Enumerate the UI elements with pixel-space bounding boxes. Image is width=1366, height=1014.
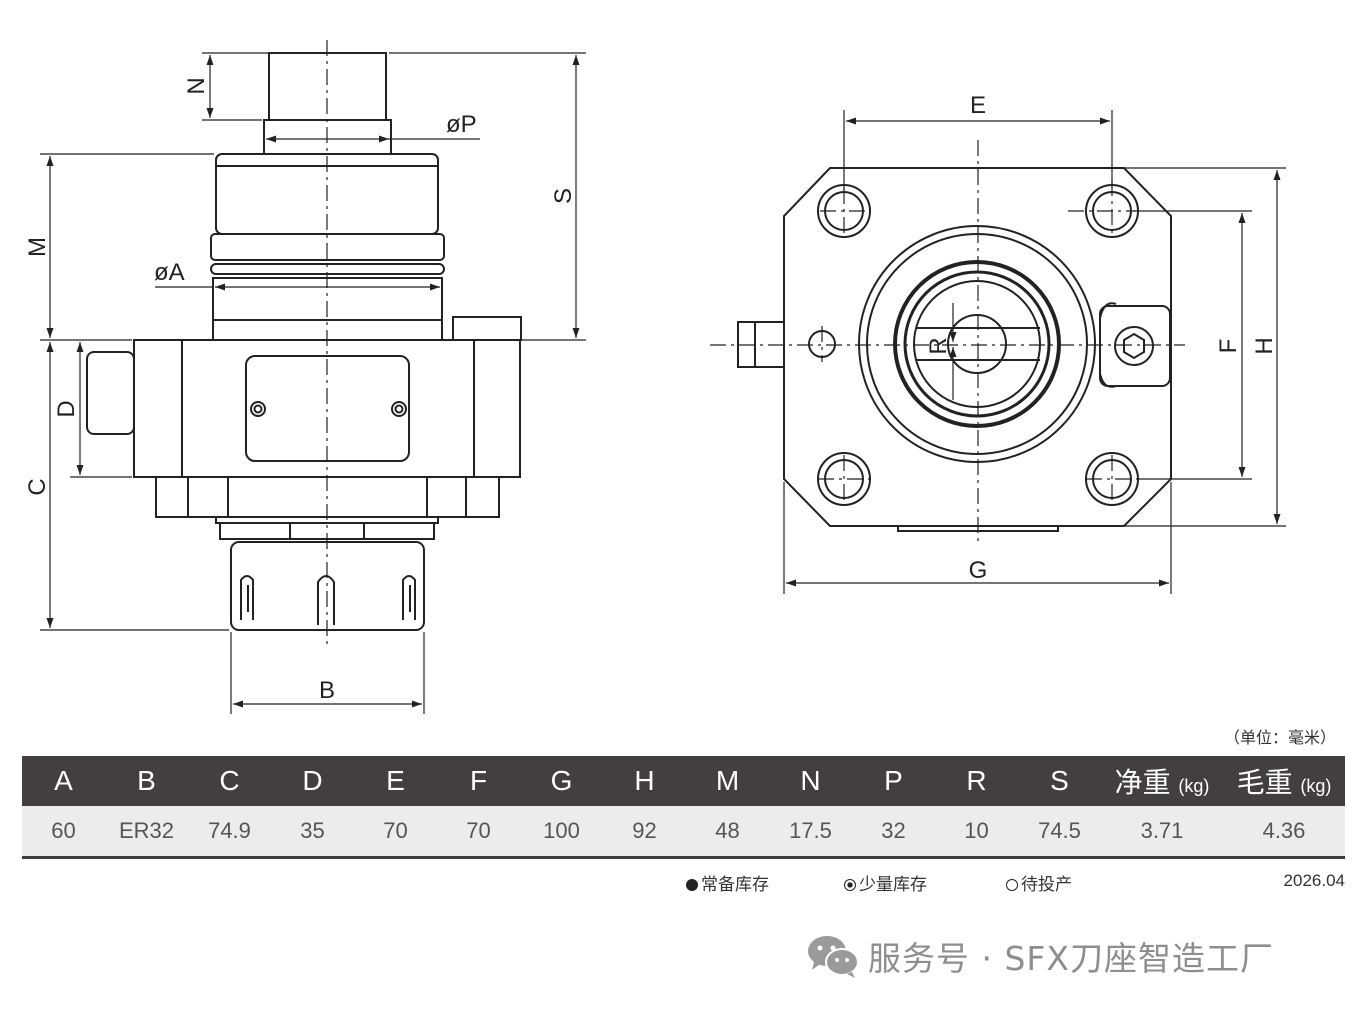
legend-limited: 少量库存 bbox=[844, 870, 927, 895]
spec-header-main: C bbox=[219, 765, 240, 796]
dim-label-A: øA bbox=[154, 259, 185, 286]
technical-drawing: N øP S M øA D C B bbox=[24, 40, 1286, 714]
dim-label-P: øP bbox=[446, 111, 477, 138]
spec-header-cell: N bbox=[769, 756, 852, 806]
spec-header-main: F bbox=[469, 765, 488, 796]
unit-note: （单位：毫米） bbox=[1223, 728, 1336, 747]
dim-label-D: D bbox=[53, 400, 80, 417]
watermark: 服务号 · SFX刀座智造工厂 bbox=[806, 932, 1274, 980]
spec-header-cell: R bbox=[935, 756, 1018, 806]
legend-stock: 常备库存 bbox=[686, 870, 769, 895]
spec-header-cell: E bbox=[354, 756, 437, 806]
dim-label-C: C bbox=[24, 478, 51, 495]
spec-value-cell: 100 bbox=[520, 806, 603, 859]
spec-value-cell: 17.5 bbox=[769, 806, 852, 859]
dim-label-N: N bbox=[183, 77, 210, 94]
legend-pending-label: 待投产 bbox=[1021, 875, 1072, 895]
spec-header-cell: H bbox=[603, 756, 686, 806]
spec-header-main: P bbox=[884, 765, 903, 796]
front-view-dimensions bbox=[40, 52, 586, 714]
clamp-block bbox=[1099, 305, 1171, 387]
spec-header-main: G bbox=[550, 765, 573, 796]
spec-header-unit: (kg) bbox=[1300, 776, 1332, 796]
spec-header-cell: D bbox=[271, 756, 354, 806]
spec-header-main: H bbox=[634, 765, 655, 796]
spindle-outer bbox=[858, 225, 1096, 463]
watermark-text: 服务号 · SFX刀座智造工厂 bbox=[868, 939, 1275, 978]
spec-value-cell: 70 bbox=[437, 806, 520, 859]
dim-label-G: G bbox=[969, 557, 988, 584]
spec-header-main: E bbox=[386, 765, 405, 796]
spec-value-cell: ER32 bbox=[105, 806, 188, 859]
dim-label-F: F bbox=[1215, 339, 1242, 354]
spec-header-main: S bbox=[1050, 765, 1069, 796]
dim-label-B: B bbox=[319, 677, 335, 704]
top-view-dimensions bbox=[783, 110, 1286, 594]
legend-limited-label: 少量库存 bbox=[859, 875, 927, 895]
spec-header-cell: C bbox=[188, 756, 271, 806]
spec-header-cell: 毛重 (kg) bbox=[1223, 756, 1345, 806]
spec-header-cell: B bbox=[105, 756, 188, 806]
spec-value-cell: 74.9 bbox=[188, 806, 271, 859]
spec-value-cell: 74.5 bbox=[1018, 806, 1101, 859]
spec-header-main: 净重 bbox=[1114, 767, 1171, 798]
top-view bbox=[737, 167, 1172, 532]
spec-header-main: R bbox=[966, 765, 987, 796]
hex-screw bbox=[1114, 326, 1154, 366]
spec-header-cell: A bbox=[22, 756, 105, 806]
wechat-icon bbox=[808, 936, 859, 978]
spec-header-main: M bbox=[715, 765, 740, 796]
spec-header-main: N bbox=[800, 765, 821, 796]
spec-value-cell: 48 bbox=[686, 806, 769, 859]
legend-pending: 待投产 bbox=[1006, 870, 1072, 895]
revision-date: 2026.04 bbox=[1283, 871, 1345, 890]
spec-value-cell: 35 bbox=[271, 806, 354, 859]
dim-label-M: M bbox=[24, 237, 51, 257]
spec-header-main: B bbox=[137, 765, 156, 796]
ring-dot-icon bbox=[844, 879, 856, 891]
spec-header-main: A bbox=[54, 765, 73, 796]
spec-value-cell: 10 bbox=[935, 806, 1018, 859]
dim-label-H: H bbox=[1251, 337, 1278, 354]
spec-header-cell: F bbox=[437, 756, 520, 806]
spec-header-cell: M bbox=[686, 756, 769, 806]
spec-header-cell: S bbox=[1018, 756, 1101, 806]
filled-dot-icon bbox=[686, 879, 698, 891]
legend-stock-label: 常备库存 bbox=[701, 875, 769, 895]
dim-label-R: R bbox=[925, 337, 952, 354]
spec-header-cell: 净重 (kg) bbox=[1101, 756, 1223, 806]
spec-value-cell: 70 bbox=[354, 806, 437, 859]
spec-header-unit: (kg) bbox=[1178, 776, 1210, 796]
spec-value-cell: 92 bbox=[603, 806, 686, 859]
empty-dot-icon bbox=[1006, 879, 1018, 891]
side-lug bbox=[452, 316, 522, 341]
spec-value-cell: 32 bbox=[852, 806, 935, 859]
spec-header-cell: G bbox=[520, 756, 603, 806]
spec-value-cell: 3.71 bbox=[1101, 806, 1223, 859]
coolant-plug bbox=[86, 351, 135, 435]
spec-value-cell: 4.36 bbox=[1223, 806, 1345, 859]
spec-header-main: 毛重 bbox=[1236, 767, 1293, 798]
spec-value-cell: 60 bbox=[22, 806, 105, 859]
dim-label-E: E bbox=[970, 92, 986, 119]
spec-header-cell: P bbox=[852, 756, 935, 806]
dim-label-S: S bbox=[550, 188, 577, 204]
spec-header-main: D bbox=[302, 765, 323, 796]
